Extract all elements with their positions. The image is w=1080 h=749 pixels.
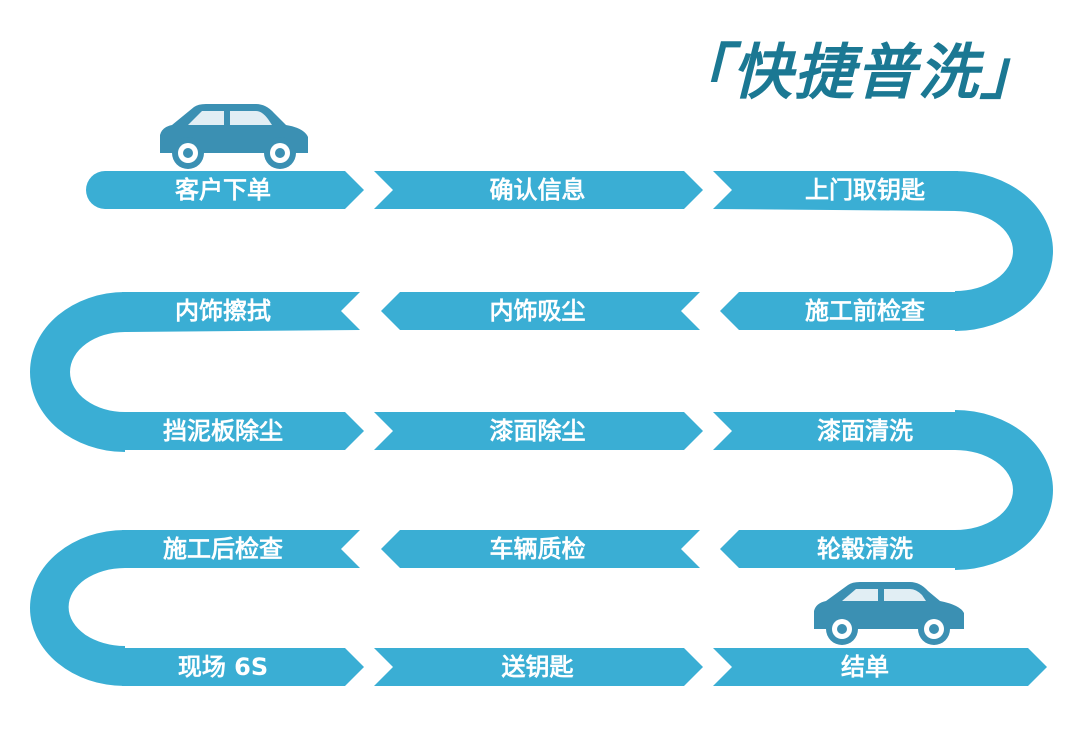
step-label: 漆面除尘	[489, 417, 586, 445]
uturn-left-2	[30, 530, 125, 686]
car-icon	[814, 582, 964, 645]
step-arrow-14	[374, 648, 703, 686]
step-arrow-8	[374, 412, 703, 450]
uturn-left-1	[30, 292, 125, 452]
step-label: 客户下单	[175, 176, 271, 204]
step-arrow-4	[720, 292, 958, 330]
step-label: 轮毂清洗	[817, 535, 913, 563]
step-label: 现场 6S	[177, 653, 269, 681]
car-icon	[160, 104, 308, 169]
step-arrow-6	[122, 292, 360, 332]
step-arrow-5	[381, 292, 700, 330]
step-arrow-13	[122, 648, 364, 686]
step-arrow-2	[374, 171, 703, 209]
step-label: 确认信息	[489, 176, 586, 204]
step-arrow-12	[122, 530, 360, 568]
diagram-title: 「快捷普洗」	[670, 38, 1042, 108]
step-label: 上门取钥匙	[805, 176, 925, 204]
uturn-right-2	[955, 410, 1053, 570]
step-label: 车辆质检	[489, 535, 586, 563]
step-label: 漆面清洗	[817, 417, 913, 445]
uturn-right-1	[955, 171, 1053, 331]
step-arrow-1	[86, 171, 364, 209]
step-label: 挡泥板除尘	[163, 417, 283, 445]
step-label: 送钥匙	[501, 653, 574, 681]
step-arrow-3	[713, 171, 958, 211]
step-label: 结单	[841, 653, 889, 681]
step-label: 施工前检查	[805, 297, 925, 325]
step-arrow-10	[720, 530, 958, 568]
step-arrow-15	[713, 648, 1047, 686]
step-label: 内饰擦拭	[175, 297, 271, 325]
step-arrow-7	[122, 412, 364, 450]
step-label: 内饰吸尘	[489, 297, 586, 325]
step-arrow-9	[713, 412, 958, 450]
step-label: 施工后检查	[163, 535, 283, 563]
step-arrow-11	[381, 530, 700, 568]
